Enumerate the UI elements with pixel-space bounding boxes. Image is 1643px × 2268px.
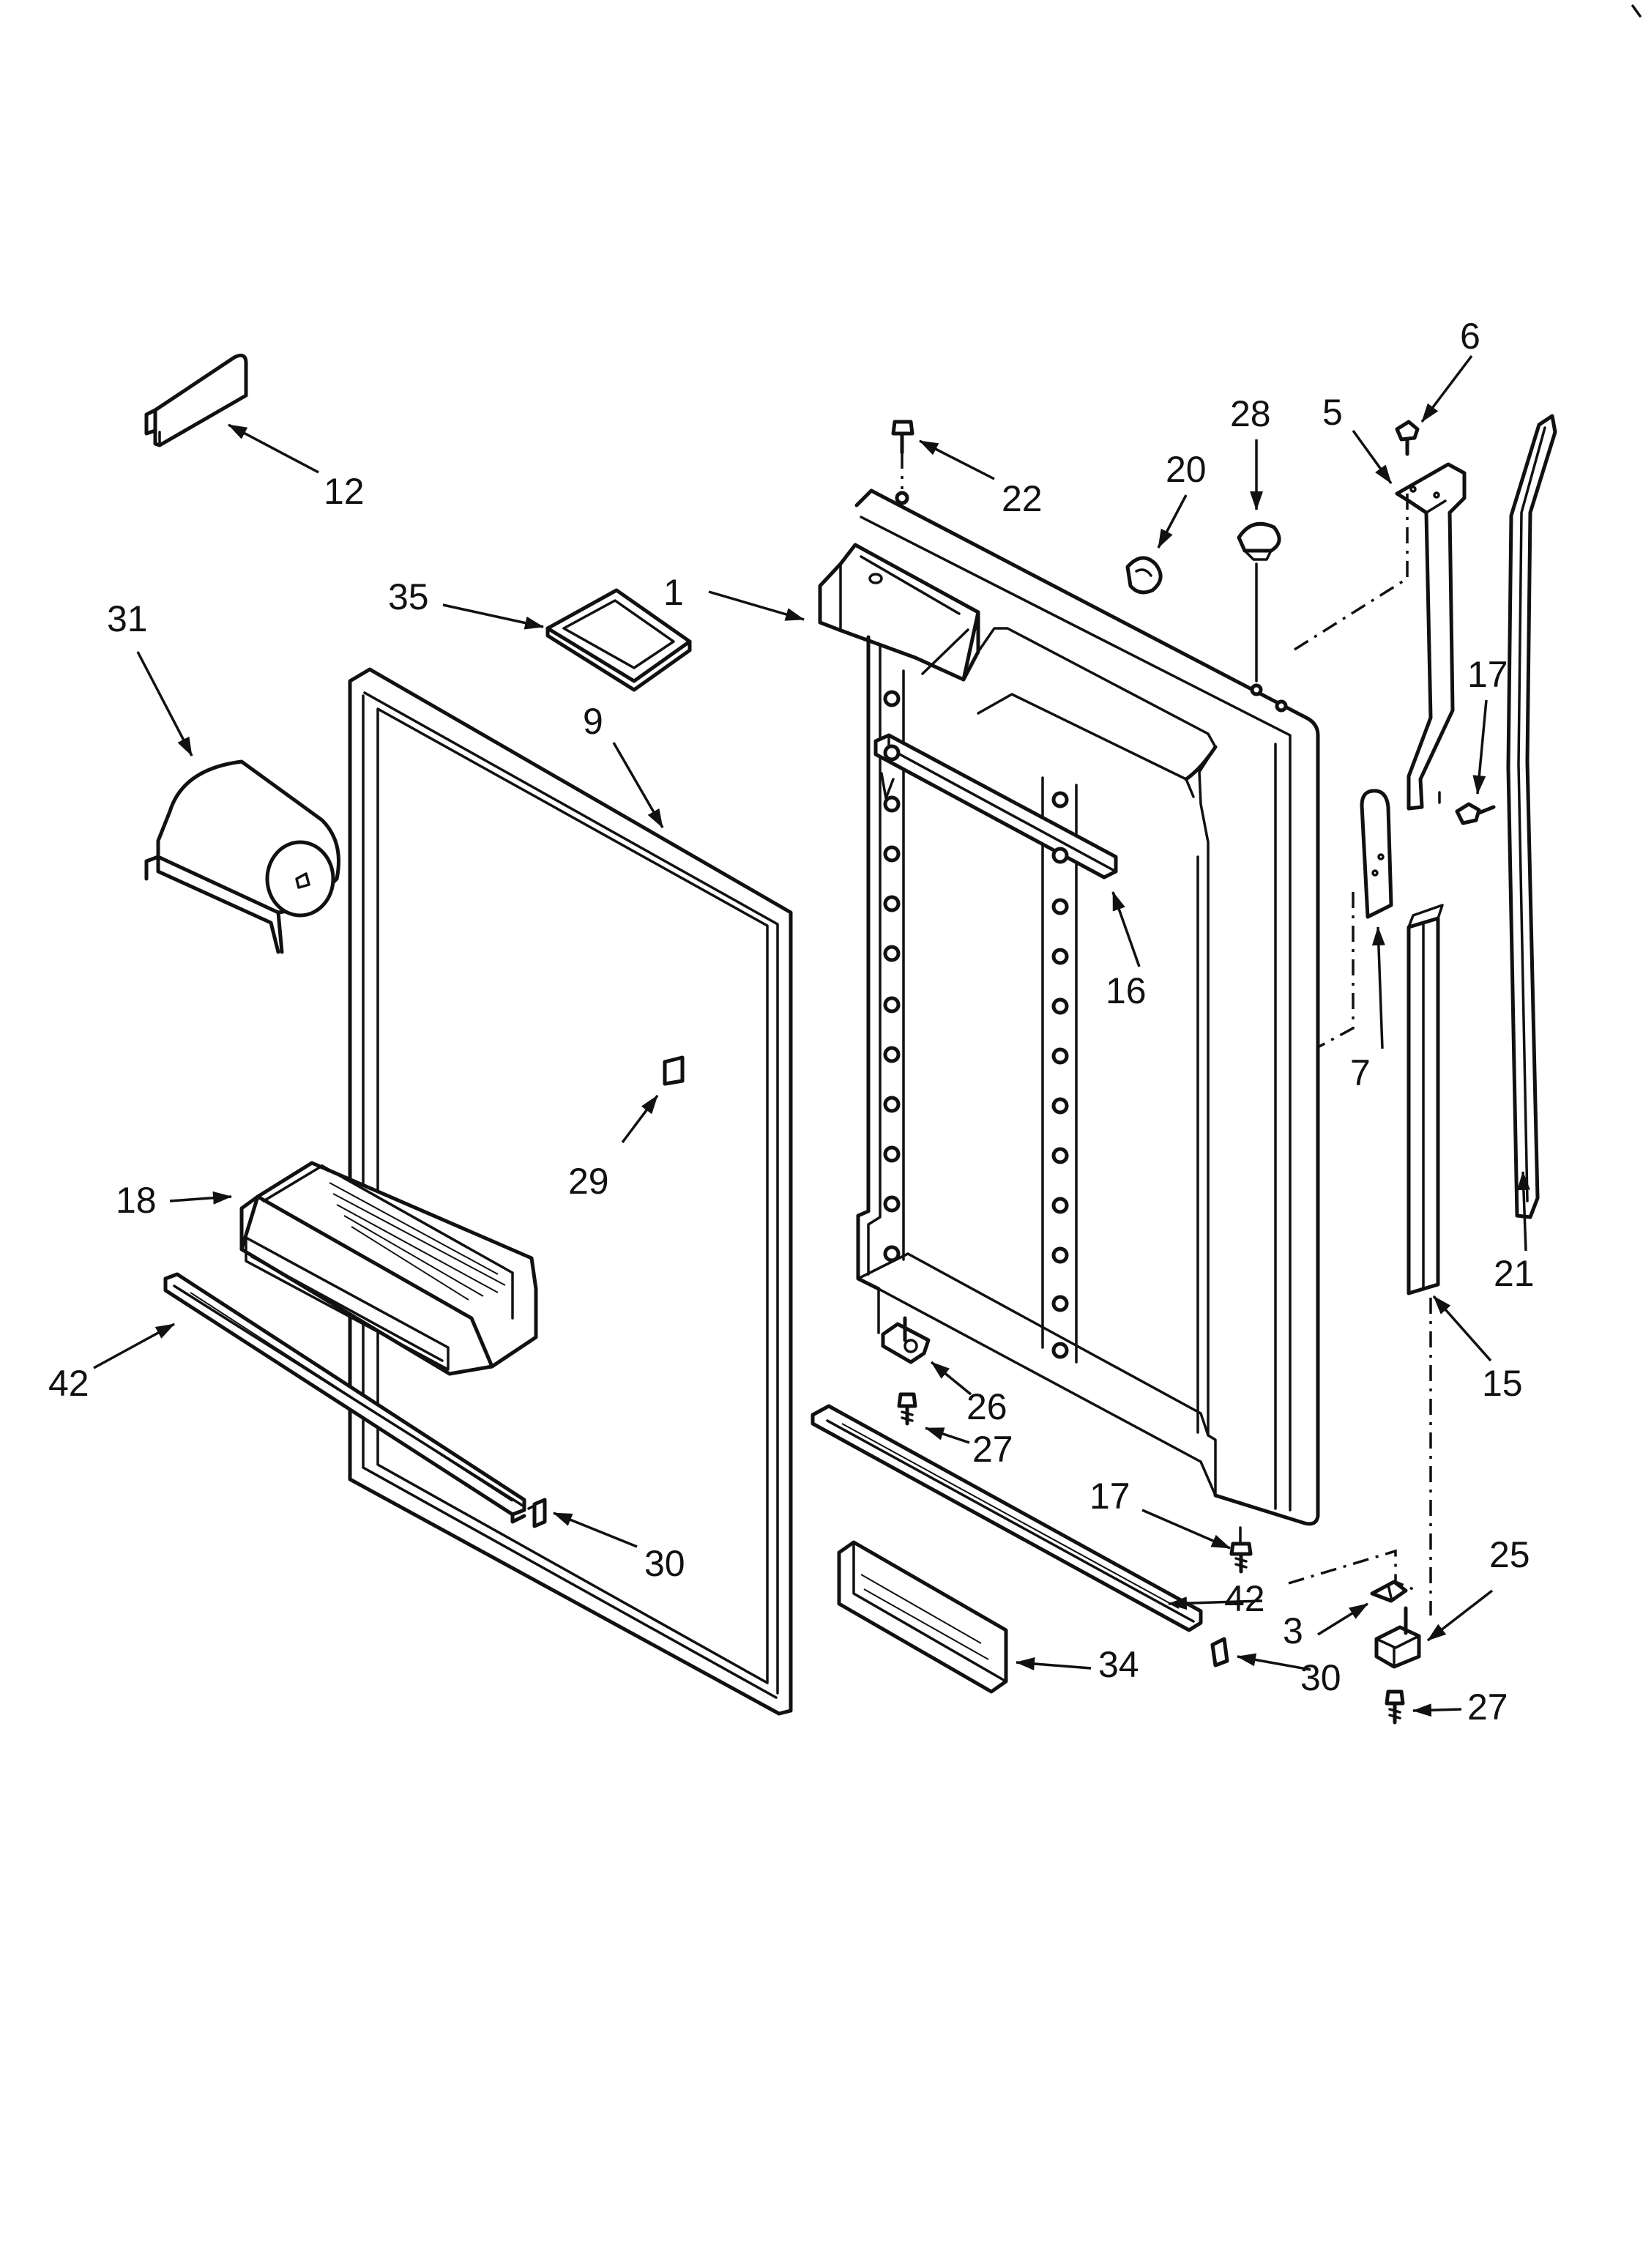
leader-25 [1426,1589,1494,1642]
part-27-screw-left [897,1392,917,1426]
leader-42b [1168,1596,1263,1610]
leader-34 [1016,1657,1092,1670]
callout-18: 18 [116,1180,157,1221]
callout-30-left: 30 [644,1543,685,1584]
part-3-hinge-shim [1370,1580,1408,1603]
leader-21 [1516,1171,1530,1252]
part-17-screw-lower [1229,1526,1253,1574]
part-34-panel [837,1540,1008,1694]
callout-22: 22 [1002,478,1043,519]
part-26-bracket [881,1316,931,1364]
leader-42a [93,1323,175,1369]
leader-9 [612,742,664,828]
corner-tick-mark [1631,4,1642,18]
callout-20: 20 [1166,449,1207,490]
callout-35: 35 [388,576,429,617]
part-42-right-trim [811,1404,1203,1632]
callout-29: 29 [568,1161,609,1202]
leader-31 [136,651,193,756]
leader-35 [442,603,544,630]
part-42-left-trim [163,1272,526,1524]
callout-1: 1 [663,572,684,613]
bottom-hinge-dash-line [1288,1549,1414,1591]
part-31-dairy-bin [144,759,340,954]
part-12-clip-cover [144,353,248,447]
leader-18 [169,1191,232,1205]
part-27-screw-right [1385,1689,1405,1725]
leader-7 [1371,926,1385,1049]
callout-30-right: 30 [1300,1657,1341,1698]
leader-17b [1141,1509,1231,1550]
callout-27-left: 27 [972,1429,1013,1470]
callout-42-left: 42 [48,1363,89,1404]
part-30-clip-left [527,1498,547,1528]
part-15-hinge-cover [1407,904,1444,1295]
leader-27b [1412,1703,1462,1717]
leader-20 [1157,494,1188,549]
callout-7: 7 [1350,1052,1371,1093]
callout-25: 25 [1489,1534,1530,1575]
leader-1 [708,590,805,621]
callout-15: 15 [1482,1363,1523,1404]
callout-42-right: 42 [1224,1578,1265,1619]
part-35-tray [545,588,692,692]
callout-16: 16 [1106,970,1147,1011]
leader-22 [919,439,995,480]
leader-3 [1317,1602,1368,1636]
leader-27a [925,1427,970,1444]
leader-5 [1352,429,1393,485]
part-29-clip [663,1055,685,1086]
callout-3: 3 [1283,1610,1303,1651]
callout-27-right: 27 [1467,1687,1508,1728]
callout-5: 5 [1322,392,1343,433]
leader-29 [621,1094,659,1144]
callout-17-upper: 17 [1467,654,1508,695]
callout-28: 28 [1230,393,1271,434]
part-28-plug [1237,521,1281,561]
leader-6 [1420,354,1473,423]
part-7-shim [1360,789,1393,919]
liner-holes-right [1051,791,1069,1359]
shim-dash-line [1317,892,1355,1049]
leader-15 [1432,1295,1492,1362]
callout-9: 9 [583,701,603,742]
liner-holes-left [883,690,901,1263]
callout-26: 26 [966,1386,1007,1427]
leader-30a [553,1512,638,1548]
leader-16 [1111,891,1141,967]
part-21-channel [1506,414,1557,1219]
callout-34: 34 [1098,1644,1139,1685]
leader-26 [930,1361,972,1396]
part-1-door-liner [818,488,1320,1526]
part-22-screw [891,420,914,489]
part-30-clip-right [1210,1637,1229,1667]
part-18-door-bin [239,1161,538,1376]
callout-31: 31 [107,598,148,639]
callout-17-lower: 17 [1089,1476,1130,1517]
callout-12: 12 [324,471,365,512]
callout-21: 21 [1494,1253,1535,1294]
callout-6: 6 [1460,316,1480,357]
leader-30b [1237,1653,1311,1671]
hinge-dash-line [1288,494,1409,655]
part-25-bottom-hinge [1374,1606,1421,1669]
leader-12 [228,423,319,474]
leader-17a [1472,699,1488,795]
part-5-hinge [1395,462,1467,811]
part-20-clip [1125,556,1163,595]
part-17-screw-upper [1455,802,1496,825]
part-6-screw [1395,420,1420,456]
